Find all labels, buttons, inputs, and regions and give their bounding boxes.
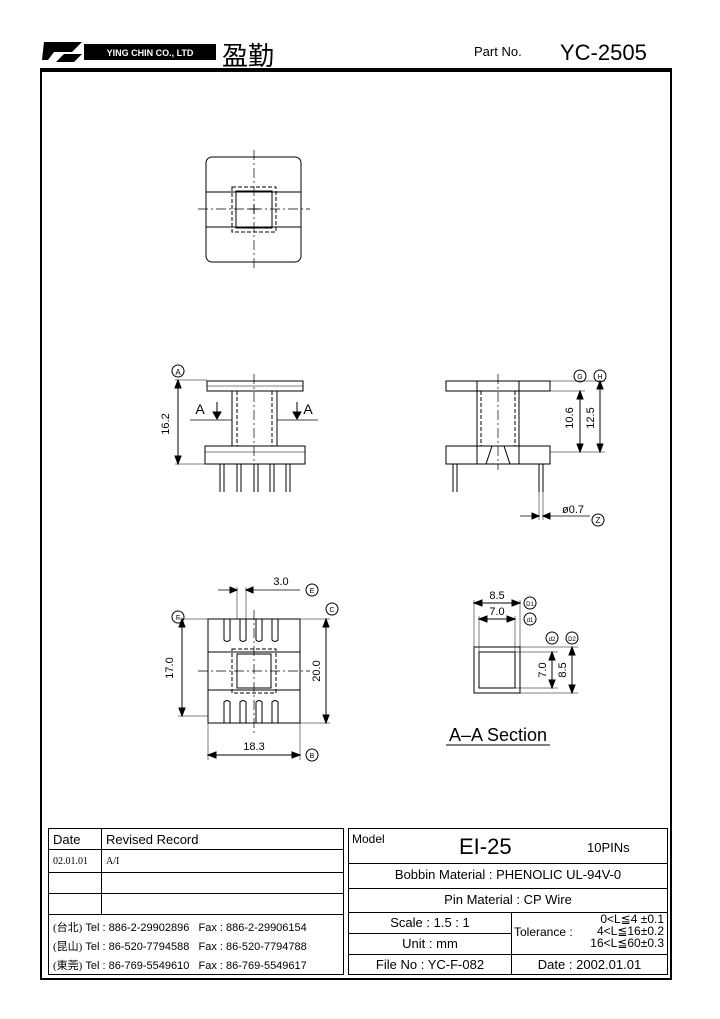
dim-8-5: 8.5 bbox=[489, 590, 504, 602]
contact-row: (台北) Tel : 886-2-29902896 Fax : 886-2-29… bbox=[53, 919, 307, 935]
scale-value: 1.5 : 1 bbox=[433, 915, 470, 930]
tolerance-1: 0<L≦4 ±0.1 bbox=[600, 912, 664, 926]
bobbin-material-label: Bobbin Material : bbox=[394, 867, 493, 882]
file-no-row: File No : YC-F-082 bbox=[349, 957, 511, 972]
drawing-frame bbox=[40, 70, 672, 980]
contact-row: (昆山) Tel : 86-520-7794588 Fax : 86-520-7… bbox=[53, 938, 307, 954]
section-mark-left: A bbox=[195, 401, 205, 417]
spec-block: Model EI-25 10PINs Bobbin Material : PHE… bbox=[348, 828, 668, 975]
table-row bbox=[48, 893, 344, 915]
file-no-label: File No : bbox=[375, 957, 425, 972]
dim-7-0-vertical: 7.0 bbox=[537, 662, 549, 677]
revision-date bbox=[48, 893, 102, 915]
header-rule bbox=[40, 68, 672, 70]
part-no: YC-2505 bbox=[560, 40, 647, 65]
tolerance-2: 4<L≦16±0.2 bbox=[596, 924, 664, 938]
contact-fax: Fax : 86-769-5549617 bbox=[198, 960, 307, 972]
dim-20-0: 20.0 bbox=[311, 660, 323, 681]
top-view bbox=[198, 150, 310, 270]
logo-graphic: YING CHIN CO., LTD bbox=[42, 42, 216, 62]
revision-record bbox=[101, 872, 344, 894]
tag-c: C bbox=[329, 607, 334, 614]
contact-fax: Fax : 886-2-29906154 bbox=[198, 922, 307, 934]
company-name-zh: 盈勤 bbox=[222, 42, 275, 71]
tag-f: F bbox=[176, 615, 180, 622]
unit-row: Unit : mm bbox=[349, 936, 511, 951]
bobbin-material-value: PHENOLIC UL-94V-0 bbox=[496, 867, 622, 882]
dim-pin-diameter: ø0.7 bbox=[562, 504, 584, 516]
dim-18-3: 18.3 bbox=[243, 741, 264, 753]
contact-location: (台北) bbox=[53, 922, 83, 934]
contact-tel: Tel : 86-769-5549610 bbox=[85, 960, 190, 972]
dim-17-0: 17.0 bbox=[164, 657, 176, 678]
tag-g: G bbox=[577, 374, 582, 381]
pin-material-value: CP Wire bbox=[523, 892, 572, 907]
tag-d2-lower: d2 bbox=[549, 637, 556, 643]
front-view bbox=[171, 364, 318, 492]
file-no-value: YC-F-082 bbox=[427, 957, 485, 972]
tag-d1-lower: d1 bbox=[527, 618, 534, 624]
dim-3-0: 3.0 bbox=[273, 576, 288, 588]
contact-tel: Tel : 886-2-29902896 bbox=[85, 922, 190, 934]
model-value: EI-25 bbox=[459, 834, 512, 859]
contact-row: (東莞) Tel : 86-769-5549610 Fax : 86-769-5… bbox=[53, 957, 307, 973]
revision-date: 02.01.01 bbox=[48, 849, 102, 873]
pin-count: 10PINs bbox=[587, 840, 630, 855]
pin-material-row: Pin Material : CP Wire bbox=[349, 892, 667, 907]
tag-d2-upper: D2 bbox=[568, 637, 576, 643]
tag-z: Z bbox=[596, 516, 601, 525]
revision-record: A/I bbox=[101, 849, 344, 873]
bobbin-material-row: Bobbin Material : PHENOLIC UL-94V-0 bbox=[349, 867, 667, 882]
tolerance-3: 16<L≦60±0.3 bbox=[590, 936, 664, 950]
contact-tel: Tel : 86-520-7794588 bbox=[85, 941, 190, 953]
dim-16-2: 16.2 bbox=[160, 413, 172, 434]
dim-12-5: 12.5 bbox=[585, 407, 597, 428]
tag-h: H bbox=[597, 374, 602, 381]
company-en: YING CHIN CO., LTD bbox=[107, 48, 194, 58]
revision-date bbox=[48, 872, 102, 894]
date-value: 2002.01.01 bbox=[576, 957, 642, 972]
table-row bbox=[48, 872, 344, 894]
company-logo: YING CHIN CO., LTD bbox=[42, 38, 218, 64]
scale-label: Scale : bbox=[390, 915, 430, 930]
part-no-label: Part No. bbox=[474, 44, 522, 59]
section-label: A–A Section bbox=[449, 725, 547, 745]
scale-row: Scale : 1.5 : 1 bbox=[349, 915, 511, 930]
tag-a: A bbox=[175, 368, 181, 377]
tag-d1-upper: D1 bbox=[526, 602, 534, 608]
model-label: Model bbox=[352, 832, 385, 846]
unit-label: Unit : bbox=[402, 936, 433, 951]
bottom-view bbox=[171, 583, 339, 762]
revision-table: Date Revised Record 02.01.01 A/I bbox=[48, 828, 344, 915]
tag-b: B bbox=[310, 753, 315, 760]
date-label: Date : bbox=[537, 957, 573, 972]
section-view bbox=[446, 596, 579, 746]
unit-value: mm bbox=[436, 936, 458, 951]
contact-list: (台北) Tel : 886-2-29902896 Fax : 886-2-29… bbox=[48, 913, 344, 975]
dim-8-5-vertical: 8.5 bbox=[557, 662, 569, 677]
tolerance-values: 0<L≦4 ±0.1 4<L≦16±0.2 16<L≦60±0.3 bbox=[577, 913, 664, 949]
technical-drawing: 16.2 A A A 10.6 12.5 G H ø0.7 bbox=[160, 150, 607, 762]
revision-record bbox=[101, 893, 344, 915]
contact-location: (昆山) bbox=[53, 941, 83, 953]
revision-header-row: Date Revised Record bbox=[48, 828, 344, 850]
tolerance-label: Tolerance : bbox=[514, 925, 573, 939]
dim-7-0: 7.0 bbox=[489, 606, 504, 618]
dim-10-6: 10.6 bbox=[564, 407, 576, 428]
revision-col-date: Date bbox=[48, 828, 102, 850]
date-row: Date : 2002.01.01 bbox=[512, 957, 667, 972]
contact-fax: Fax : 86-520-7794788 bbox=[198, 941, 307, 953]
tag-e: E bbox=[310, 588, 315, 595]
revision-col-record: Revised Record bbox=[101, 828, 344, 850]
section-mark-right: A bbox=[303, 401, 313, 417]
table-row: 02.01.01 A/I bbox=[48, 849, 344, 873]
pin-material-label: Pin Material : bbox=[444, 892, 521, 907]
contact-location: (東莞) bbox=[53, 960, 83, 972]
side-view bbox=[445, 369, 607, 527]
